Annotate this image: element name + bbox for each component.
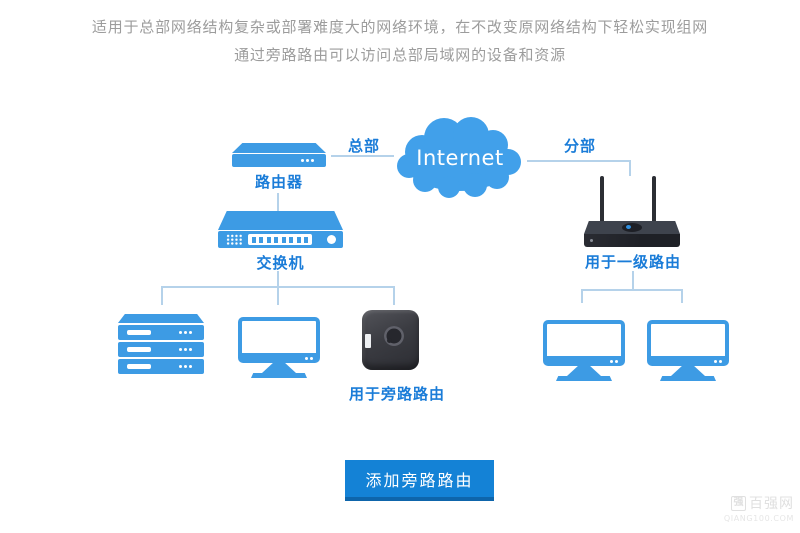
connector-router-to-switch — [277, 193, 279, 212]
router-front-face — [232, 154, 326, 167]
branch-label: 分部 — [563, 137, 596, 155]
branch-lan-bracket — [581, 289, 683, 303]
monitor-screen — [543, 320, 625, 366]
monitor-screen — [238, 317, 320, 363]
router-icon — [232, 143, 326, 167]
antenna-left — [600, 176, 604, 224]
primary-router-front-face — [584, 234, 680, 247]
primary-router-logo-dome — [622, 223, 642, 232]
switch-top-face — [218, 211, 343, 230]
monitor-stand — [671, 366, 705, 376]
monitor-screen — [647, 320, 729, 366]
server-rack-icon — [118, 314, 204, 376]
connector-router-to-cloud — [331, 155, 394, 157]
site-watermark: 强 百强网 QIANG100.COM — [724, 493, 794, 523]
device-logo-ring — [384, 325, 405, 346]
hq-label: 总部 — [347, 137, 380, 155]
watermark-logo: 强 — [731, 495, 746, 511]
monitor-stand — [262, 363, 296, 373]
internet-label: Internet — [416, 146, 504, 170]
server-unit — [118, 342, 204, 357]
connector-cloud-to-branch-router — [527, 160, 631, 176]
description-line-2: 通过旁路路由可以访问总部局域网的设备和资源 — [234, 46, 566, 64]
add-bypass-route-button[interactable]: 添加旁路路由 — [345, 460, 494, 501]
switch-label: 交换机 — [256, 254, 305, 272]
hq-desktop-monitor-icon — [238, 317, 320, 378]
bypass-router-device-icon — [362, 310, 419, 370]
cloud-shape — [397, 117, 521, 198]
watermark-site-name: 百强网 — [749, 496, 794, 512]
description-line-1: 适用于总部网络结构复杂或部署难度大的网络环境，在不改变原网络结构下轻松实现组网 — [91, 18, 709, 36]
switch-icon — [218, 211, 343, 248]
switch-front-face — [218, 231, 343, 248]
connector-switch-to-lan — [277, 271, 279, 287]
antenna-right — [652, 176, 656, 224]
bypass-router-label: 用于旁路路由 — [348, 385, 445, 403]
primary-router-label: 用于一级路由 — [584, 253, 681, 271]
router-top-face — [232, 143, 326, 153]
monitor-base — [251, 373, 307, 378]
page-description: 适用于总部网络结构复杂或部署难度大的网络环境，在不改变原网络结构下轻松实现组网 … — [0, 13, 800, 69]
monitor-base — [556, 376, 612, 381]
server-unit — [118, 359, 204, 374]
lan-branch-bracket — [161, 286, 395, 305]
router-label: 路由器 — [254, 173, 303, 191]
server-top-face — [118, 314, 204, 323]
switch-power-light — [327, 235, 336, 244]
connector-branch-router-to-lan — [632, 271, 634, 290]
watermark-site-url: QIANG100.COM — [723, 514, 794, 523]
internet-cloud-icon: Internet — [392, 114, 528, 204]
device-usb-port — [365, 334, 371, 348]
branch-desktop-monitor-icon — [543, 320, 625, 381]
monitor-stand — [567, 366, 601, 376]
lan-branch-middle-drop — [277, 288, 279, 305]
primary-router-icon — [584, 176, 680, 248]
switch-ports — [248, 234, 312, 245]
branch-desktop-monitor-icon — [647, 320, 729, 381]
monitor-base — [660, 376, 716, 381]
switch-vent-grid — [226, 234, 243, 245]
server-unit — [118, 325, 204, 340]
